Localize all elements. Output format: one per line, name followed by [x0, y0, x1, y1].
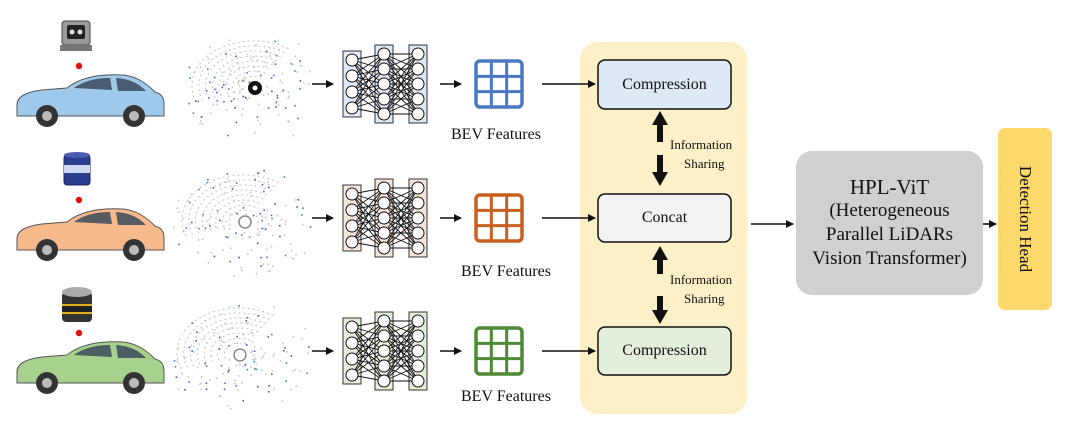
row-mid — [16, 152, 524, 277]
lidar-sensor-top-icon — [60, 20, 92, 51]
network-node — [377, 196, 391, 210]
network-node — [411, 241, 425, 255]
sensor-mount-dot — [75, 196, 83, 204]
car-window-front — [74, 345, 112, 357]
network-node — [345, 320, 359, 334]
network-node — [411, 314, 425, 328]
detection-head-box — [998, 128, 1052, 310]
bev-grid-top-icon — [474, 59, 524, 109]
vit-sub-3: Vision Transformer) — [812, 248, 967, 269]
network-node — [377, 62, 391, 76]
car-window-front — [74, 78, 112, 90]
network-node — [377, 77, 391, 91]
bev-grid-mid-icon — [474, 193, 524, 243]
sensor-mount-dot — [75, 62, 83, 70]
network-node — [411, 196, 425, 210]
compression-box-bottom — [597, 326, 732, 376]
car-window-rear — [116, 78, 146, 91]
network-node — [345, 203, 359, 217]
network-node — [345, 187, 359, 201]
network-node — [377, 47, 391, 61]
concat-box — [597, 193, 732, 243]
network-node — [345, 219, 359, 233]
network-node — [411, 374, 425, 388]
car-window-front — [74, 212, 112, 224]
network-node — [411, 226, 425, 240]
network-node — [411, 211, 425, 225]
point-cloud-bottom — [173, 305, 310, 410]
ego-vehicle-mark — [238, 215, 252, 229]
network-node — [377, 92, 391, 106]
network-node — [377, 241, 391, 255]
sensor-mount-dot — [75, 329, 83, 337]
network-node — [411, 329, 425, 343]
network-node — [411, 62, 425, 76]
vit-sub-1: (Heterogeneous — [829, 200, 950, 221]
network-node — [411, 107, 425, 121]
network-node — [377, 314, 391, 328]
network-node — [345, 85, 359, 99]
lidar-sensor-bottom-icon — [62, 287, 92, 322]
network-node — [411, 359, 425, 373]
lidar-sensor-mid-icon — [63, 152, 91, 186]
backbone-network-mid — [342, 178, 428, 258]
network-node — [345, 101, 359, 115]
sharing-arrow-top — [652, 111, 668, 186]
vit-title: HPL-ViT — [849, 175, 930, 199]
network-node — [411, 77, 425, 91]
network-node — [377, 329, 391, 343]
detection-head-label: Detection Head — [1016, 165, 1035, 273]
network-node — [345, 352, 359, 366]
network-node — [345, 69, 359, 83]
network-node — [345, 368, 359, 382]
network-node — [377, 344, 391, 358]
row-top — [16, 20, 524, 137]
sharing-label-top-2: Sharing — [684, 156, 725, 171]
network-node — [377, 226, 391, 240]
sharing-label-bottom-2: Sharing — [684, 291, 725, 306]
compression-label-top: Compression — [622, 75, 707, 93]
network-node — [377, 107, 391, 121]
car-window-rear — [116, 345, 146, 358]
vit-label: HPL-ViT (Heterogeneous Parallel LiDARs V… — [796, 163, 983, 283]
compression-box-top — [597, 59, 732, 110]
network-node — [411, 181, 425, 195]
car-bottom — [16, 329, 165, 394]
bev-grid-bottom-icon — [474, 326, 524, 376]
vit-box — [796, 151, 983, 295]
point-cloud-top — [188, 39, 311, 137]
network-node — [411, 92, 425, 106]
network-node — [377, 359, 391, 373]
bev-label-bottom: BEV Features — [461, 388, 551, 405]
network-node — [345, 235, 359, 249]
backbone-network-bottom — [342, 311, 428, 391]
network-node — [377, 374, 391, 388]
car-window-rear — [116, 212, 146, 225]
network-node — [377, 211, 391, 225]
bev-label-top: BEV Features — [451, 126, 541, 143]
sharing-label-top-1: Information — [670, 137, 733, 152]
car-mid — [16, 196, 165, 261]
concat-label: Concat — [641, 209, 688, 226]
sharing-label-bottom-1: Information — [670, 272, 733, 287]
network-node — [377, 181, 391, 195]
network-node — [345, 53, 359, 67]
bev-label-mid: BEV Features — [461, 263, 551, 280]
sharing-arrow-bottom — [652, 246, 668, 324]
network-node — [345, 336, 359, 350]
compression-label-bottom: Compression — [622, 342, 707, 359]
car-top — [16, 62, 165, 127]
backbone-network-top — [342, 44, 428, 124]
network-node — [411, 344, 425, 358]
point-cloud-mid — [173, 169, 312, 277]
ego-vehicle-mark — [233, 348, 247, 362]
network-node — [411, 47, 425, 61]
row-bottom — [16, 287, 524, 410]
vit-sub-2: Parallel LiDARs — [825, 224, 954, 245]
